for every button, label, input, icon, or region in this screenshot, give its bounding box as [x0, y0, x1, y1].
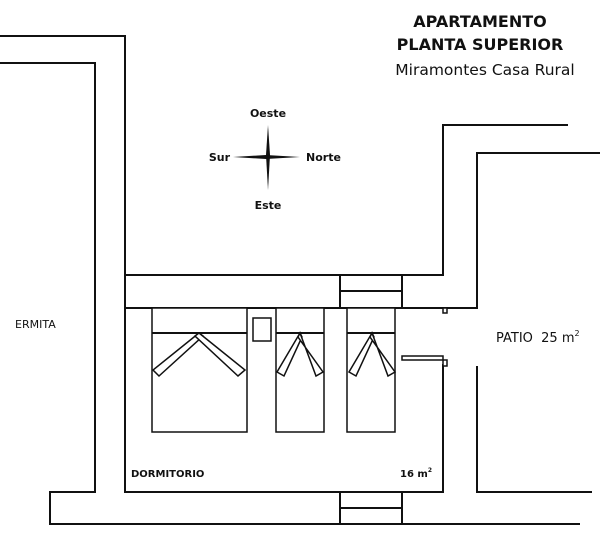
walls — [0, 35, 600, 525]
compass-norte: Norte — [306, 151, 341, 164]
single-bed-2 — [346, 307, 397, 433]
room-label-ermita: ERMITA — [15, 318, 56, 331]
dormitorio-area: 16 m2 — [400, 467, 432, 480]
single-bed-1 — [275, 307, 325, 433]
door-corridor — [339, 275, 403, 308]
compass-este: Este — [255, 199, 282, 212]
double-bed — [151, 307, 248, 433]
subtitle: Miramontes Casa Rural — [395, 61, 574, 79]
title-line-2: PLANTA SUPERIOR — [397, 35, 564, 54]
patio-door — [401, 355, 444, 361]
compass-rose-icon — [233, 125, 300, 190]
room-label-dormitorio: DORMITORIO — [131, 469, 204, 480]
compass-sur: Sur — [209, 151, 231, 164]
compass-oeste: Oeste — [250, 107, 286, 120]
room-label-patio: PATIO 25 m2 — [496, 329, 580, 346]
door-bottom — [339, 492, 403, 524]
title-line-1: APARTAMENTO — [413, 12, 546, 31]
nightstand — [252, 317, 272, 342]
